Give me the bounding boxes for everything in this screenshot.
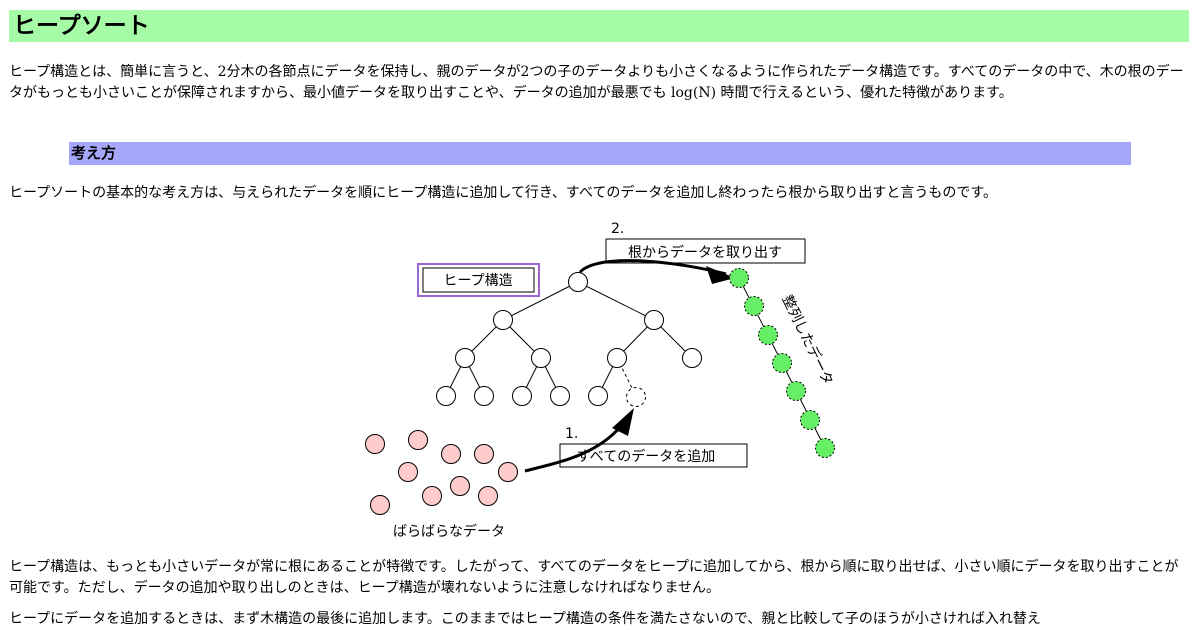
random-node [474, 444, 494, 464]
tree-node-root [568, 272, 588, 292]
random-node [422, 486, 442, 506]
random-node [398, 462, 418, 482]
page-title: ヒープソート [9, 10, 1189, 42]
idea-paragraph: ヒープソートの基本的な考え方は、与えられたデータを順にヒープ構造に追加して行き、… [9, 185, 997, 201]
random-node [441, 444, 461, 464]
tree-node [474, 386, 494, 406]
random-label: ばらばらなデータ [393, 523, 505, 540]
sorted-node [758, 325, 778, 345]
tree-edge [577, 281, 655, 321]
tree-nodes [436, 272, 702, 407]
tree-node [512, 386, 532, 406]
random-node [498, 462, 518, 482]
step2-box [605, 238, 806, 264]
heap-label-box: ヒープ構造 [417, 263, 540, 297]
step1-label: すべてのデータを追加 [577, 448, 715, 465]
tree-node [550, 386, 570, 406]
arrow-extract-head [706, 266, 735, 284]
tree-edge [502, 281, 579, 321]
tree-node [607, 348, 627, 368]
tree-node [455, 348, 475, 368]
sorted-node [786, 381, 806, 401]
random-node [450, 476, 470, 496]
random-node [408, 430, 428, 450]
tree-node-new [626, 387, 646, 407]
adding-paragraph: ヒープにデータを追加するときは、まず木構造の最後に追加します。このままではヒープ… [9, 611, 1041, 627]
sorted-node [815, 438, 835, 458]
sorted-node [772, 353, 792, 373]
random-node [365, 434, 385, 454]
step1-box [559, 443, 748, 468]
tree-node [436, 386, 456, 406]
step1-number: 1. [565, 426, 578, 442]
tree-node [682, 348, 702, 368]
tree-node [588, 386, 608, 406]
random-node [478, 486, 498, 506]
section-heading-idea: 考え方 [69, 142, 1131, 165]
feature-paragraph: ヒープ構造は、もっとも小さいデータが常に根にあることが特徴です。したがって、すべ… [9, 559, 1179, 596]
tree-node [644, 310, 664, 330]
tree-node [493, 310, 513, 330]
heap-label: ヒープ構造 [443, 273, 512, 289]
arrow-add-head [612, 408, 634, 436]
step2-label: 根からデータを取り出す [628, 244, 782, 261]
sorted-node [800, 410, 820, 430]
sorted-nodes [729, 268, 835, 458]
random-nodes [365, 430, 518, 515]
sorted-node [744, 296, 764, 316]
sorted-node [729, 268, 749, 288]
random-node [370, 495, 390, 515]
tree-node [531, 348, 551, 368]
step2-number: 2. [611, 221, 624, 237]
intro-paragraph: ヒープ構造とは、簡単に言うと、2分木の各節点にデータを保持し、親のデータが2つの… [9, 64, 1184, 101]
tree-edges [445, 281, 693, 397]
